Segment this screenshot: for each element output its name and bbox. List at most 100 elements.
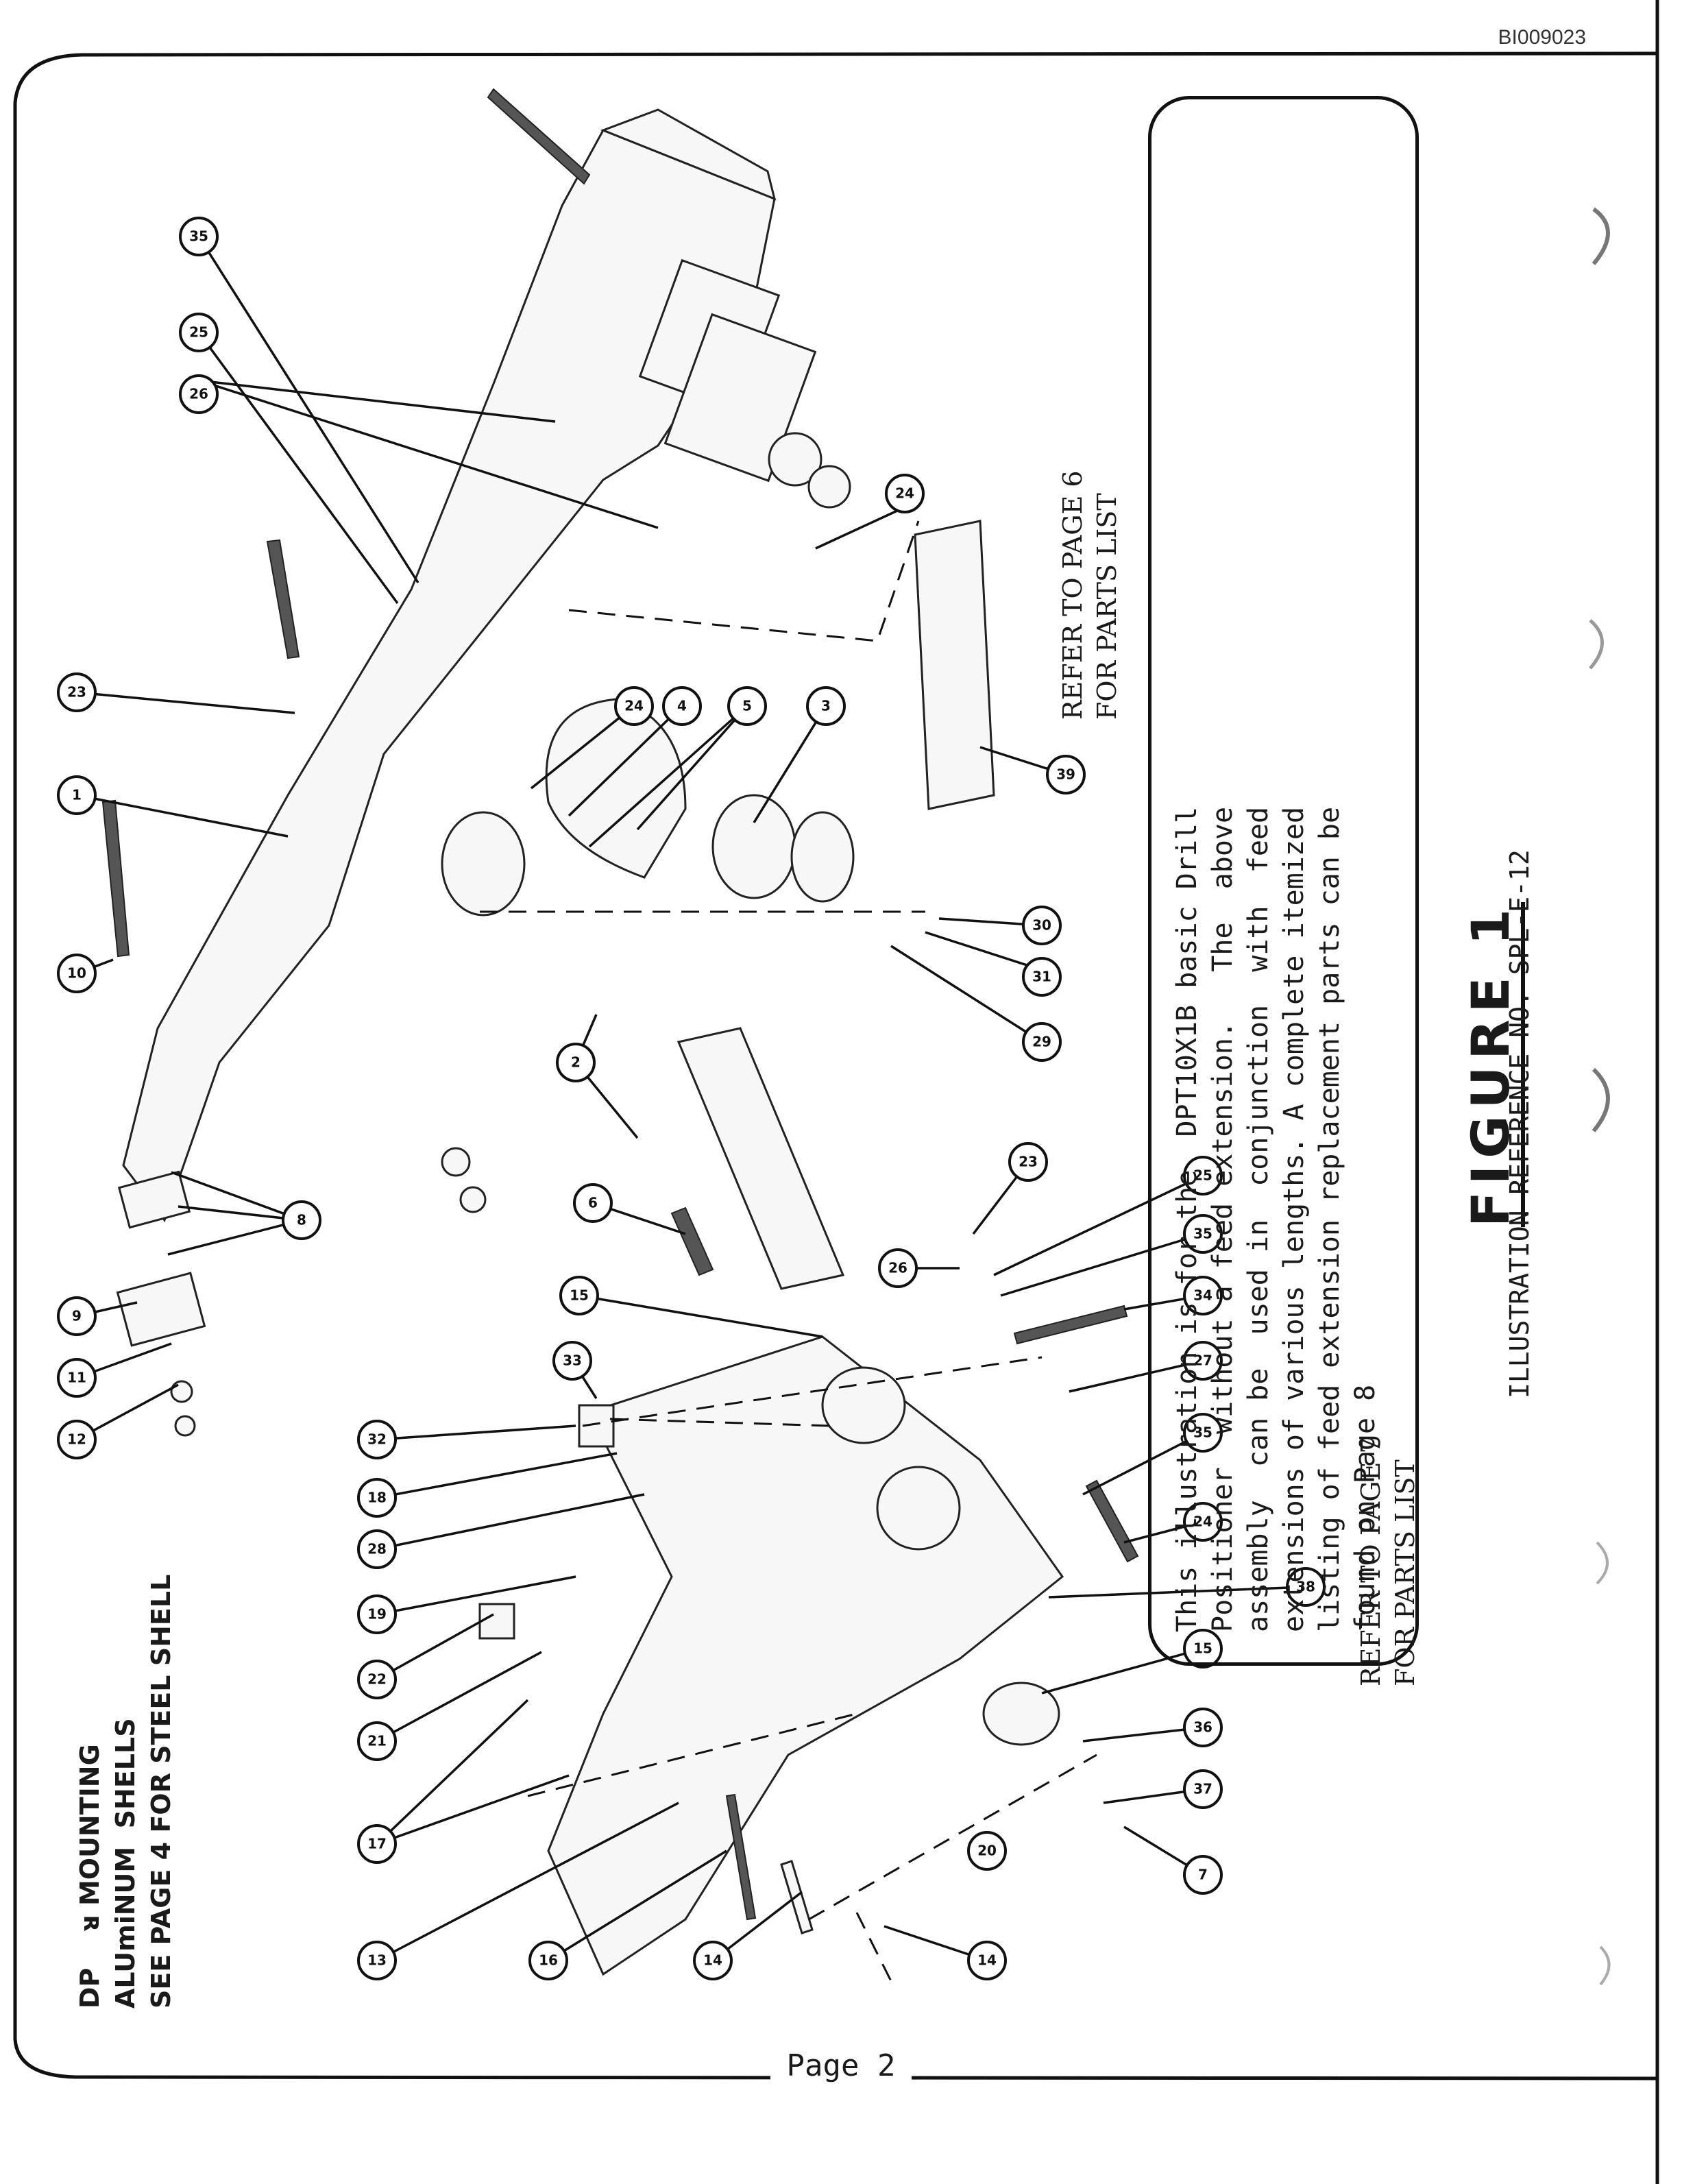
svg-text:14: 14: [977, 1952, 997, 1969]
svg-text:9: 9: [72, 1308, 82, 1324]
note-text: This illustration is for the DPT10X1B ba…: [1171, 806, 1381, 1632]
arm-bolt: [487, 88, 591, 185]
svg-text:32: 32: [367, 1431, 387, 1448]
svg-text:28: 28: [367, 1541, 387, 1557]
callout-23-upper: 23: [57, 672, 97, 712]
callout-35-lower: 35: [1183, 1214, 1223, 1254]
svg-text:17: 17: [367, 1836, 387, 1852]
svg-text:15: 15: [1193, 1640, 1212, 1657]
svg-text:20: 20: [977, 1843, 997, 1859]
callout-31: 31: [1022, 957, 1062, 997]
bolt-10: [101, 799, 130, 958]
callout-23-lower: 23: [1008, 1142, 1048, 1182]
callout-33: 33: [552, 1341, 592, 1381]
svg-text:10: 10: [67, 965, 86, 982]
rod-16: [725, 1793, 757, 1921]
svg-text:3: 3: [821, 698, 831, 714]
callout-35-mid: 35: [1183, 1413, 1223, 1453]
callout-24-lower: 24: [1183, 1502, 1223, 1542]
pin-22: [478, 1603, 515, 1640]
refer-page-6-label: REFER TO PAGE 6 FOR PARTS LIST: [1058, 470, 1122, 720]
svg-text:21: 21: [367, 1733, 387, 1749]
svg-text:5: 5: [742, 698, 752, 714]
illustration-reference: ILLUSTRATION REFERENCE NO. SPL-E-12: [1504, 849, 1535, 1398]
mounting-title: DP ᴚ MOUNTING ALUmiNUM SHELLS SEE PAGE 4…: [75, 1574, 176, 2009]
svg-text:7: 7: [1198, 1867, 1208, 1883]
svg-text:35: 35: [189, 228, 208, 245]
cylinder: [914, 520, 995, 810]
callout-10: 10: [57, 954, 97, 993]
bolt-23: [266, 539, 300, 659]
callout-38: 38: [1286, 1567, 1326, 1607]
callout-39: 39: [1046, 755, 1086, 794]
svg-text:25: 25: [1193, 1167, 1212, 1184]
svg-text:18: 18: [367, 1490, 387, 1506]
callout-9: 9: [57, 1296, 97, 1336]
svg-text:13: 13: [367, 1952, 387, 1969]
gear-wheel: [821, 1366, 906, 1444]
callout-15-upper: 15: [559, 1276, 599, 1315]
svg-text:14: 14: [703, 1952, 722, 1969]
svg-text:26: 26: [189, 386, 208, 402]
callout-5: 5: [727, 686, 767, 726]
end-cap-15: [982, 1682, 1060, 1746]
callout-14-right: 14: [967, 1941, 1007, 1980]
callout-27: 27: [1183, 1341, 1223, 1381]
note-box: This illustration is for the DPT10X1B ba…: [1148, 96, 1419, 1666]
assembly-line-3: [582, 1356, 1043, 1427]
arm-end-block: [600, 108, 777, 201]
assembly-line-5: [808, 1754, 1097, 1921]
callout-30: 30: [1022, 906, 1062, 945]
callout-3: 3: [806, 686, 846, 726]
callout-7: 7: [1183, 1855, 1223, 1895]
plate-9: [116, 1272, 206, 1347]
svg-text:19: 19: [367, 1606, 387, 1623]
callout-37: 37: [1183, 1769, 1223, 1809]
svg-text:36: 36: [1193, 1719, 1212, 1736]
nut-2: [807, 465, 851, 509]
svg-text:24: 24: [1193, 1514, 1212, 1530]
bolt-24-lower: [1085, 1479, 1139, 1563]
nut-small: [441, 1147, 471, 1177]
bolt-34: [1013, 1305, 1128, 1345]
svg-text:34: 34: [1193, 1287, 1212, 1304]
callout-25-lower: 25: [1183, 1156, 1223, 1196]
callout-32: 32: [357, 1420, 397, 1459]
nut: [768, 432, 822, 487]
callout-28: 28: [357, 1529, 397, 1569]
callout-36: 36: [1183, 1708, 1223, 1747]
callout-26-upper: 26: [179, 374, 219, 414]
assembly-line: [568, 520, 920, 642]
nut-12: [174, 1415, 196, 1437]
svg-text:23: 23: [1019, 1154, 1038, 1170]
callout-16: 16: [528, 1941, 568, 1980]
svg-text:29: 29: [1032, 1034, 1051, 1050]
svg-text:1: 1: [72, 787, 82, 803]
callout-15-lower: 15: [1183, 1629, 1223, 1669]
callout-11: 11: [57, 1358, 97, 1398]
svg-text:30: 30: [1032, 917, 1051, 934]
callout-22: 22: [357, 1660, 397, 1699]
svg-text:16: 16: [539, 1952, 558, 1969]
swivel-body: [545, 698, 687, 879]
svg-text:31: 31: [1032, 969, 1051, 985]
shim: [117, 1170, 191, 1229]
washer-11: [170, 1380, 193, 1403]
svg-text:6: 6: [588, 1195, 598, 1211]
svg-text:24: 24: [895, 485, 914, 502]
callout-1: 1: [57, 775, 97, 815]
gear-housing: [547, 1335, 1064, 1976]
refer-page-7-label: REFER TO PAGE 7 FOR PARTS LIST: [1356, 1437, 1420, 1686]
svg-text:33: 33: [563, 1352, 582, 1369]
callout-6: 6: [573, 1183, 613, 1223]
callout-24-swivel: 24: [614, 686, 654, 726]
gear-wheel-2: [876, 1466, 961, 1551]
svg-text:8: 8: [297, 1212, 306, 1228]
callout-19: 19: [357, 1594, 397, 1634]
callout-35-upper: 35: [179, 217, 219, 256]
svg-text:15: 15: [570, 1287, 589, 1304]
assembly-line-4: [609, 1418, 830, 1427]
svg-text:38: 38: [1296, 1579, 1315, 1595]
callout-4: 4: [662, 686, 702, 726]
